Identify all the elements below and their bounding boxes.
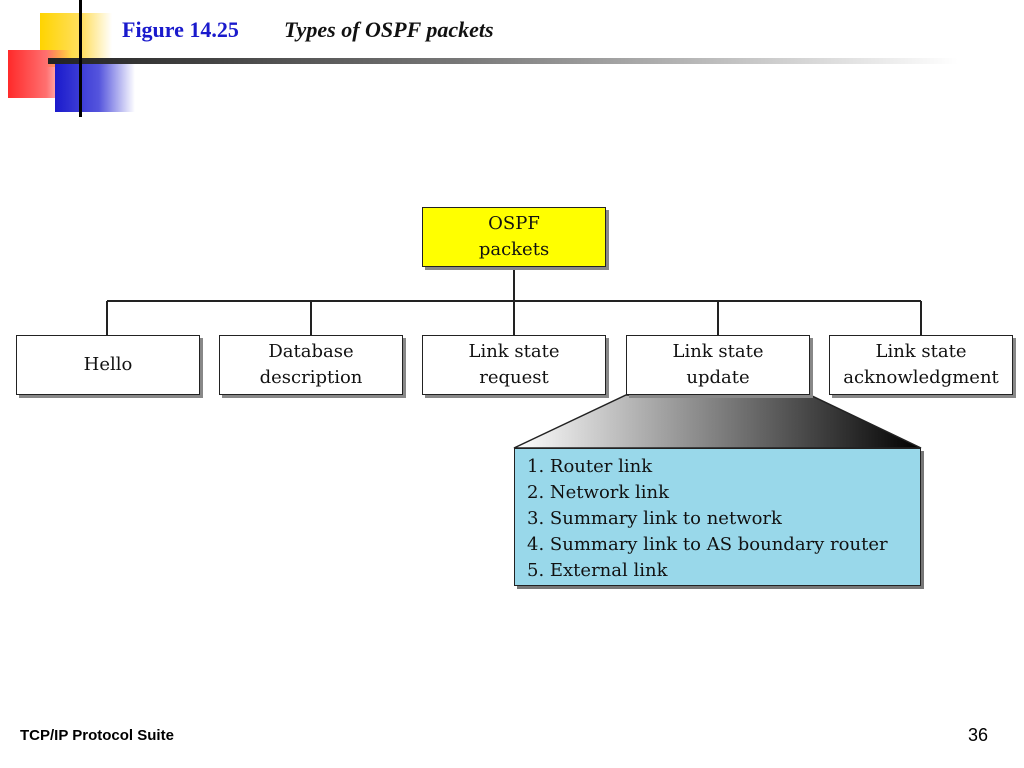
list-item: 2. Network link <box>527 482 670 503</box>
list-item: 5. External link <box>527 560 668 581</box>
title-underline <box>48 58 958 64</box>
node-label-line2: packets <box>478 239 550 260</box>
node-label-line2: request <box>479 367 549 388</box>
node-database-description: Database description <box>219 335 403 395</box>
node-hello: Hello <box>16 335 200 395</box>
node-label-line2: acknowledgment <box>843 367 999 388</box>
decor-blue-square <box>55 64 135 112</box>
node-label-line1: OSPF <box>488 213 540 234</box>
list-item: 4. Summary link to AS boundary router <box>527 534 888 555</box>
link-state-update-types: 1. Router link 2. Network link 3. Summar… <box>514 448 921 586</box>
node-label-line2: update <box>686 367 750 388</box>
list-item: 1. Router link <box>527 456 653 477</box>
node-label-line1: Link state <box>468 341 560 362</box>
decor-vertical-line <box>79 0 82 117</box>
footer-title: TCP/IP Protocol Suite <box>20 727 174 744</box>
node-label-line1: Database <box>268 341 354 362</box>
node-label-line1: Link state <box>672 341 764 362</box>
figure-caption: Types of OSPF packets <box>284 17 494 42</box>
node-link-state-update: Link state update <box>626 335 810 395</box>
expansion-fan <box>513 394 922 449</box>
page-number: 36 <box>968 725 989 745</box>
node-ospf-packets: OSPF packets <box>422 207 606 267</box>
list-item: 3. Summary link to network <box>527 508 782 529</box>
figure-label: Figure 14.25 <box>122 17 239 42</box>
node-label-line1: Hello <box>83 354 133 375</box>
node-label-line2: description <box>259 367 363 388</box>
node-link-state-request: Link state request <box>422 335 606 395</box>
node-link-state-acknowledgment: Link state acknowledgment <box>829 335 1013 395</box>
node-label-line1: Link state <box>875 341 967 362</box>
